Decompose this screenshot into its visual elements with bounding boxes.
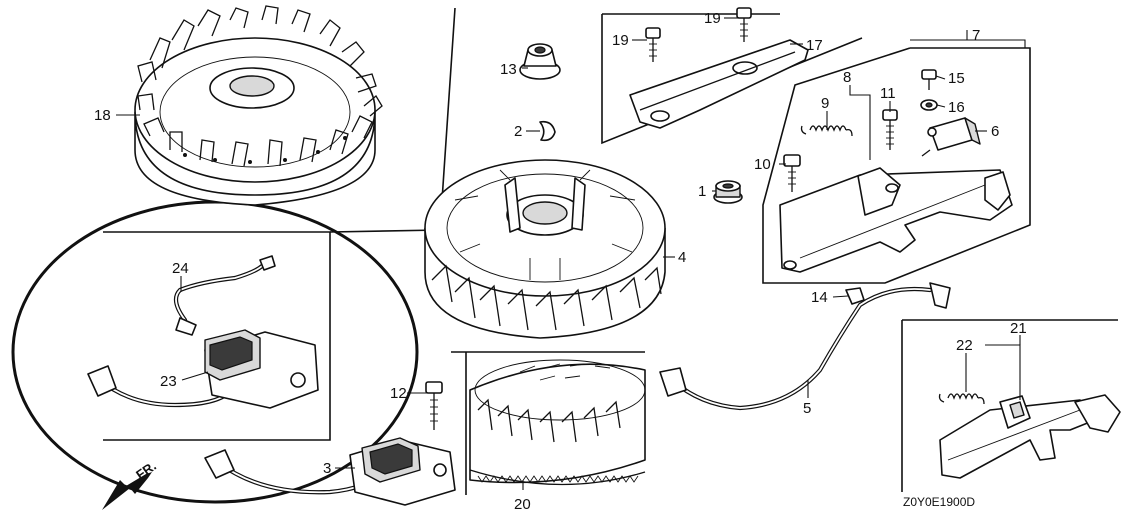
bracket-assembly-21 bbox=[939, 394, 1121, 479]
callout-12: 12 bbox=[390, 385, 407, 402]
callout-21: 21 bbox=[1010, 320, 1027, 337]
wire-24 bbox=[173, 255, 276, 336]
callout-19-left: 19 bbox=[612, 32, 629, 49]
spring-9 bbox=[800, 125, 853, 137]
switch-6 bbox=[921, 117, 981, 157]
callout-16: 16 bbox=[948, 99, 965, 116]
washer-16 bbox=[920, 99, 938, 111]
stop-wire-5 bbox=[659, 282, 951, 411]
screw-19-right bbox=[736, 7, 752, 42]
callout-labels: 18 13 2 1 4 19 19 17 7 8 9 11 10 15 16 6… bbox=[94, 10, 1027, 513]
callout-22: 22 bbox=[956, 337, 973, 354]
callout-23: 23 bbox=[160, 373, 177, 390]
callout-1: 1 bbox=[698, 183, 706, 200]
flywheel-4 bbox=[424, 159, 666, 339]
bolt-12 bbox=[425, 381, 443, 430]
flywheel-18 bbox=[134, 5, 383, 206]
callout-4: 4 bbox=[678, 249, 686, 266]
drawing-code: Z0Y0E1900D bbox=[903, 495, 975, 509]
flywheel-20 bbox=[469, 359, 646, 486]
callout-13: 13 bbox=[500, 61, 517, 78]
front-direction-arrow: FR. bbox=[102, 458, 159, 510]
spring-22 bbox=[938, 393, 985, 405]
screw-11 bbox=[882, 109, 898, 150]
ignition-coil-3 bbox=[204, 437, 456, 506]
callout-10: 10 bbox=[754, 156, 771, 173]
callout-3: 3 bbox=[323, 460, 331, 477]
screw-19-left bbox=[645, 27, 661, 62]
woodruff-key-2 bbox=[539, 120, 556, 142]
direction-label: FR. bbox=[133, 458, 159, 482]
callout-8: 8 bbox=[843, 69, 851, 86]
callout-11: 11 bbox=[880, 85, 896, 102]
grommet-1 bbox=[713, 180, 743, 204]
ignition-bracket-7 bbox=[779, 167, 1013, 273]
callout-19-right: 19 bbox=[704, 10, 721, 27]
flange-nut-13 bbox=[519, 43, 561, 80]
callout-6: 6 bbox=[991, 123, 999, 140]
plate-17 bbox=[629, 39, 809, 129]
screw-15 bbox=[921, 69, 937, 90]
screw-10 bbox=[783, 154, 801, 192]
callout-5: 5 bbox=[803, 400, 811, 417]
clip-14 bbox=[845, 287, 865, 305]
callout-9: 9 bbox=[821, 95, 829, 112]
callout-14: 14 bbox=[811, 289, 828, 306]
callout-2: 2 bbox=[514, 123, 522, 140]
callout-17: 17 bbox=[806, 37, 823, 54]
callout-7: 7 bbox=[972, 27, 980, 44]
callout-15: 15 bbox=[948, 70, 965, 87]
leader-lines bbox=[116, 17, 1026, 490]
ignition-coil-23 bbox=[87, 329, 319, 409]
callout-24: 24 bbox=[172, 260, 189, 277]
callout-20: 20 bbox=[514, 496, 531, 513]
callout-18: 18 bbox=[94, 107, 111, 124]
